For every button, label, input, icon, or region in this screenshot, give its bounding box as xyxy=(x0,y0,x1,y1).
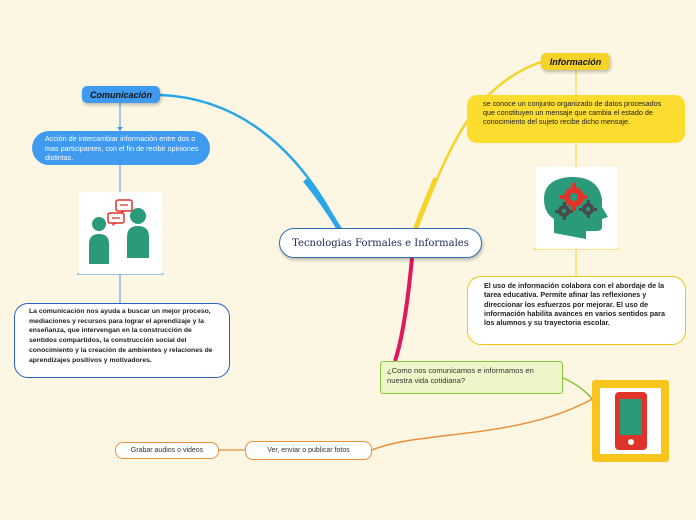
node-ver-enviar-fotos[interactable]: Ver, enviar o publicar fotos xyxy=(245,441,372,460)
topic-comunicacion[interactable]: Comunicación xyxy=(82,86,160,103)
comunicacion-description[interactable]: La comunicación nos ayuda a buscar un me… xyxy=(14,303,230,378)
people-chatting-icon xyxy=(79,192,162,274)
arrow-head xyxy=(117,127,123,131)
branch-ver-fotos xyxy=(371,397,595,451)
node-grabar-audios[interactable]: Grabar audios o videos xyxy=(115,442,219,459)
question-vida-cotidiana[interactable]: ¿Como nos comunicamos e informamos en nu… xyxy=(380,361,563,394)
branch-vida-cotidiana xyxy=(393,257,414,362)
topic-informacion[interactable]: Información xyxy=(541,53,610,70)
tablet-icon xyxy=(592,380,669,462)
head-gears-icon xyxy=(536,167,617,249)
comunicacion-definition[interactable]: Acción de intercambiar información entre… xyxy=(32,131,210,165)
branch-informacion xyxy=(413,60,542,231)
central-topic[interactable]: Tecnologias Formales e Informales xyxy=(279,228,482,258)
informacion-description[interactable]: El uso de información colabora con el ab… xyxy=(467,276,686,345)
connector-question-tablet xyxy=(562,377,594,401)
informacion-definition[interactable]: se conoce un conjunto organizado de dato… xyxy=(467,95,685,143)
branch-comunicacion-thick xyxy=(303,178,343,232)
branch-informacion-thick xyxy=(412,176,439,231)
